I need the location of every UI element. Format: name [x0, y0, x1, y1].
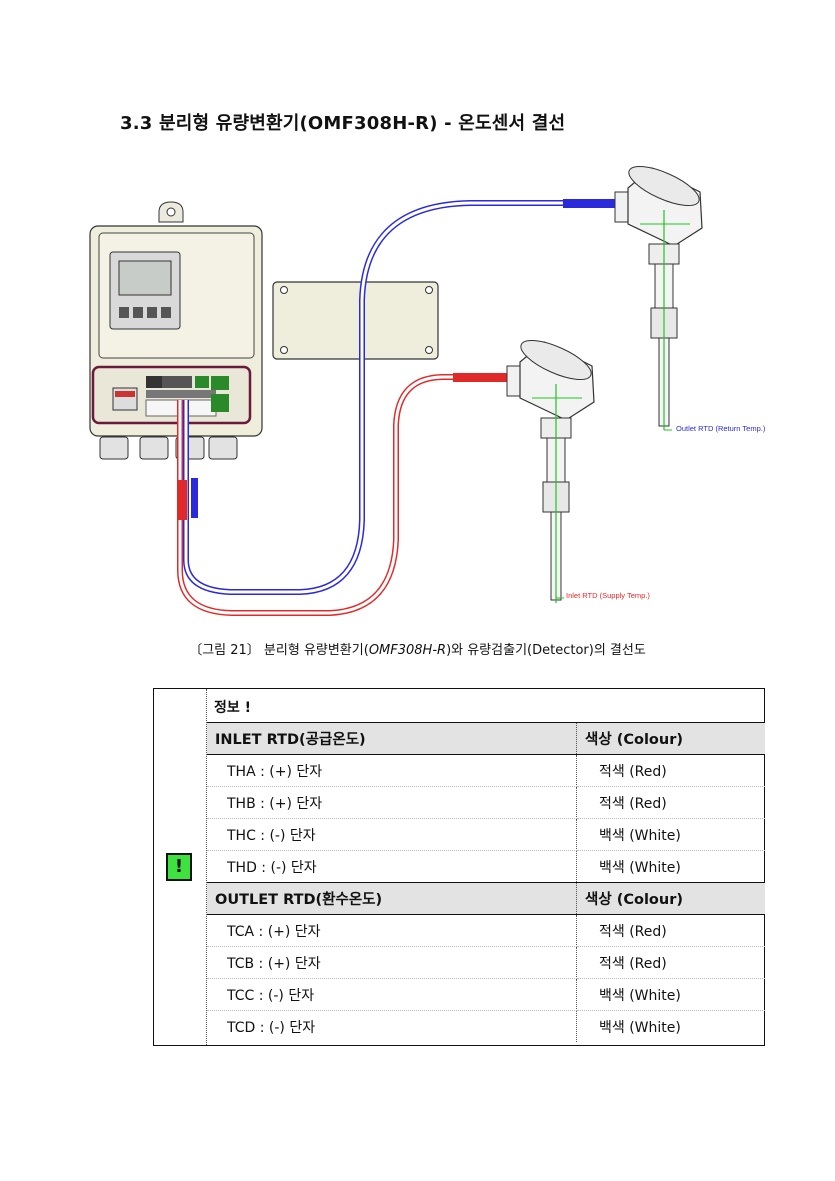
- color-cell: 백색 (White): [576, 978, 765, 1011]
- outlet-rtd-sensor: Outlet RTD (Return Temp.): [614, 166, 766, 433]
- inlet-rtd-label: Inlet RTD (Supply Temp.): [566, 591, 650, 600]
- cover-plate: [272, 281, 439, 360]
- table-row: TCB : (+) 단자 적색 (Red): [207, 946, 765, 979]
- table-row: THB : (+) 단자 적색 (Red): [207, 786, 765, 819]
- terminal-cell: TCB : (+) 단자: [207, 946, 577, 979]
- outlet-header: OUTLET RTD(환수온도): [207, 882, 577, 915]
- table-row: THD : (-) 단자 백색 (White): [207, 850, 765, 883]
- terminal-cell: TCA : (+) 단자: [207, 914, 577, 947]
- table-row: TCC : (-) 단자 백색 (White): [207, 978, 765, 1011]
- color-cell: 적색 (Red): [576, 754, 765, 787]
- table-row: TCD : (-) 단자 백색 (White): [207, 1010, 765, 1042]
- inlet-cable: [177, 373, 509, 616]
- color-cell: 백색 (White): [599, 1019, 681, 1036]
- inlet-header: INLET RTD(공급온도): [207, 722, 577, 755]
- terminal-cell: THB : (+) 단자: [207, 786, 577, 819]
- section-heading: 3.3 분리형 유량변환기(OMF308H-R) - 온도센서 결선: [120, 113, 566, 134]
- color-cell: 적색 (Red): [576, 786, 765, 819]
- color-cell: 적색 (Red): [576, 946, 765, 979]
- converter-unit: [89, 201, 263, 460]
- outlet-header-row: OUTLET RTD(환수온도) 색상 (Colour): [207, 882, 765, 915]
- figure-caption: 〔그림 21〕 분리형 유량변환기(OMF308H-R)와 유량검출기(Dete…: [189, 643, 646, 658]
- table-row: THC : (-) 단자 백색 (White): [207, 818, 765, 851]
- terminal-cell: THD : (-) 단자: [207, 850, 577, 883]
- color-cell: 적색 (Red): [576, 914, 765, 947]
- inlet-rtd-sensor: Inlet RTD (Supply Temp.): [506, 340, 650, 603]
- inlet-header-row: INLET RTD(공급온도) 색상 (Colour): [207, 722, 765, 755]
- wiring-diagram: Outlet RTD (Return Temp.) Inlet RTD (Sup…: [89, 166, 766, 616]
- info-icon-column: !: [154, 689, 207, 1045]
- inlet-color-header: 색상 (Colour): [576, 722, 765, 755]
- terminal-cell: THC : (-) 단자: [207, 818, 577, 851]
- table-row: TCA : (+) 단자 적색 (Red): [207, 914, 765, 947]
- info-box: ! 정보 ! INLET RTD(공급온도) 색상 (Colour) THA :…: [153, 688, 765, 1046]
- outlet-rtd-label: Outlet RTD (Return Temp.): [676, 424, 766, 433]
- info-title: 정보 !: [214, 700, 252, 716]
- outlet-cable: [183, 199, 615, 595]
- terminal-cell: TCD : (-) 단자: [207, 1010, 577, 1042]
- outlet-color-header: 색상 (Colour): [576, 882, 765, 915]
- terminal-cell: TCC : (-) 단자: [207, 978, 577, 1011]
- color-cell: 백색 (White): [576, 818, 765, 851]
- color-cell: 백색 (White): [576, 850, 765, 883]
- warning-icon: !: [166, 853, 192, 881]
- wiring-table: INLET RTD(공급온도) 색상 (Colour) THA : (+) 단자…: [207, 722, 765, 1042]
- table-row: THA : (+) 단자 적색 (Red): [207, 754, 765, 787]
- terminal-cell: THA : (+) 단자: [207, 754, 577, 787]
